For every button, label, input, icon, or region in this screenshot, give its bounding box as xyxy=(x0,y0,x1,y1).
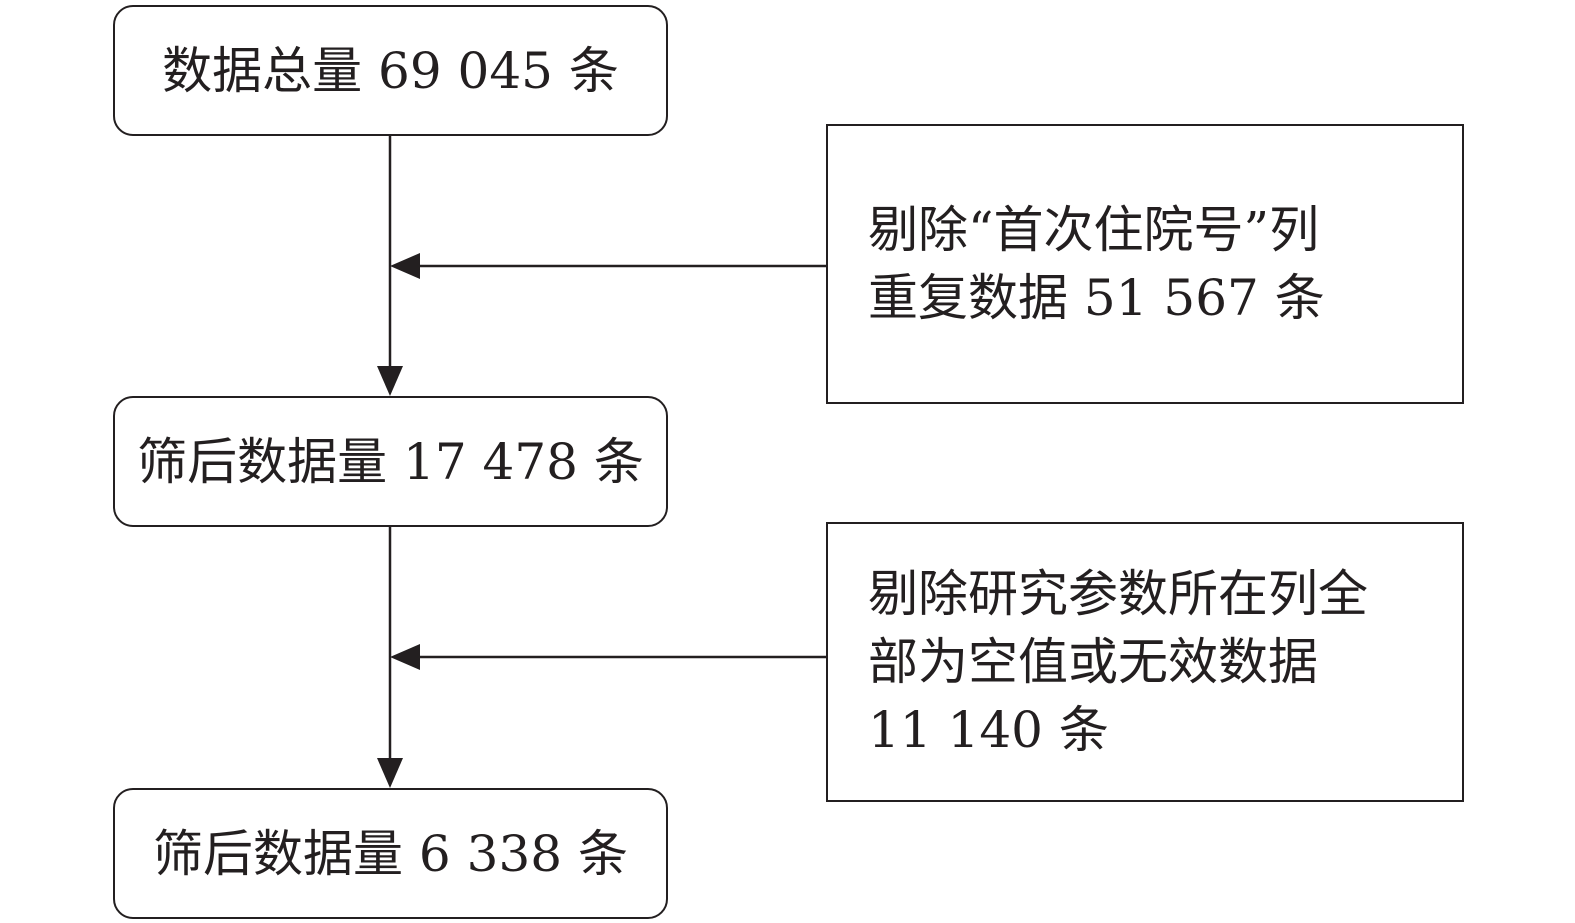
exclusion-box-second: 剔除研究参数所在列全 部为空值或无效数据 11 140 条 xyxy=(826,522,1464,802)
exclusion-first-line-2: 重复数据 51 567 条 xyxy=(868,269,1325,327)
exclusion-second-line-3: 11 140 条 xyxy=(868,701,1109,759)
exclusion-second-line-2: 部为空值或无效数据 xyxy=(868,633,1318,691)
exclusion-second-line-1: 剔除研究参数所在列全 xyxy=(868,565,1368,623)
arrow-left-icon xyxy=(390,253,420,279)
exclusion-first-line-1: 剔除“首次住院号”列 xyxy=(868,201,1320,259)
flow-step-filtered-2-label: 筛后数据量 6 338 条 xyxy=(153,824,628,883)
flow-step-total-label: 数据总量 69 045 条 xyxy=(162,41,619,100)
flow-step-filtered-1-label: 筛后数据量 17 478 条 xyxy=(137,432,644,491)
flow-step-total: 数据总量 69 045 条 xyxy=(113,5,668,136)
arrow-left-icon xyxy=(390,644,420,670)
arrow-down-icon xyxy=(377,366,403,396)
flow-step-filtered-2: 筛后数据量 6 338 条 xyxy=(113,788,668,919)
exclusion-box-first: 剔除“首次住院号”列 重复数据 51 567 条 xyxy=(826,124,1464,404)
flow-step-filtered-1: 筛后数据量 17 478 条 xyxy=(113,396,668,527)
arrow-down-icon xyxy=(377,758,403,788)
